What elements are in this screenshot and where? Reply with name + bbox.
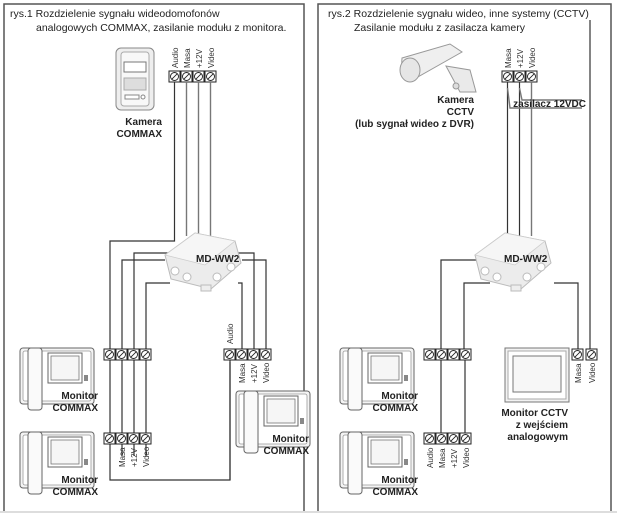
rys2-title-line2: Zasilanie modułu z zasilacza kamery: [354, 22, 526, 34]
rys2-m2-term-audio: Audio: [426, 447, 435, 468]
rys2-monitor1-terminal-block: [423, 348, 472, 361]
rys2-term-12v: +12V: [516, 48, 525, 68]
rys1-title-line2: analogowych COMMAX, zasilanie modułu z m…: [36, 22, 286, 34]
rys2-monitor3-label-1: Monitor CCTV: [501, 408, 568, 419]
rys2-m3-term-masa: Masa: [574, 363, 583, 383]
rys2-monitor2-label-2: COMMAX: [372, 487, 418, 498]
rys1-m3-term-masa: Masa: [238, 363, 247, 383]
rys1-m3-term-12v: +12V: [250, 363, 259, 383]
rys1-monitor1-terminal-block: [103, 348, 152, 361]
rys1-term-masa: Masa: [183, 48, 192, 68]
rys1-monitor1-label-1: Monitor: [61, 391, 98, 402]
rys2-splitter-label: MD-WW2: [504, 254, 548, 265]
power-supply-label: zasilacz 12VDC: [513, 99, 586, 110]
rys1-term-12v: +12V: [195, 48, 204, 68]
rys1-term-audio: Audio: [171, 47, 180, 68]
rys1-m3-term-video: Video: [262, 362, 271, 383]
rys2-camera-label-3: (lub sygnał wideo z DVR): [355, 119, 474, 130]
rys2-m2-term-video: Video: [462, 447, 471, 468]
rys2-term-video: Video: [528, 47, 537, 68]
rys1-splitter-label: MD-WW2: [196, 254, 240, 265]
rys2-monitor2-label-1: Monitor: [381, 475, 418, 486]
rys1-m3-term-audio: Audio: [226, 323, 235, 344]
rys1-monitor2-terminal-block: [103, 432, 152, 445]
rys1-m2-term-12v: +12V: [130, 447, 139, 467]
rys1-monitor3-label-1: Monitor: [272, 434, 309, 445]
rys1-camera-label-1: Kamera: [125, 117, 162, 128]
rys2-title-line1: rys.2 Rozdzielenie sygnału wideo, inne s…: [328, 8, 589, 20]
rys1-camera-terminal-block: [168, 70, 217, 83]
rys1-term-video: Video: [207, 47, 216, 68]
rys1-m2-term-video: Video: [142, 446, 151, 467]
rys2-camera-label-2: CCTV: [447, 107, 475, 118]
rys2-monitor2-terminal-block: [423, 432, 472, 445]
rys2-term-masa: Masa: [504, 48, 513, 68]
rys1-monitor2-label-1: Monitor: [61, 475, 98, 486]
rys2-m3-term-video: Video: [588, 362, 597, 383]
rys1-title-line1: rys.1 Rozdzielenie sygnału wideodomofonó…: [10, 8, 220, 20]
rys1-monitor1-label-2: COMMAX: [52, 403, 98, 414]
rys1-m2-term-masa: Masa: [118, 447, 127, 467]
rys2-camera-terminal-block: [501, 70, 538, 83]
rys2-cctv-monitor-terminal-block: [571, 348, 598, 361]
rys2-monitor3-label-3: analogowym: [507, 432, 568, 443]
rys1-monitor3-terminal-block: [223, 348, 272, 361]
rys2-monitor1-label-1: Monitor: [381, 391, 418, 402]
rys2-monitor1-label-2: COMMAX: [372, 403, 418, 414]
rys1-camera-label-2: COMMAX: [116, 129, 162, 140]
door-station-icon: [115, 47, 155, 111]
rys2-m2-term-12v: +12V: [450, 448, 459, 468]
cctv-camera-icon: [399, 43, 477, 93]
cctv-monitor-icon: [504, 347, 570, 403]
rys1-monitor3-label-2: COMMAX: [263, 446, 309, 457]
rys2-monitor3-label-2: z wejściem: [516, 420, 568, 431]
rys2-camera-label-1: Kamera: [437, 95, 474, 106]
rys1-monitor2-label-2: COMMAX: [52, 487, 98, 498]
rys2-m2-term-masa: Masa: [438, 448, 447, 468]
rys2-wires: [440, 20, 591, 350]
